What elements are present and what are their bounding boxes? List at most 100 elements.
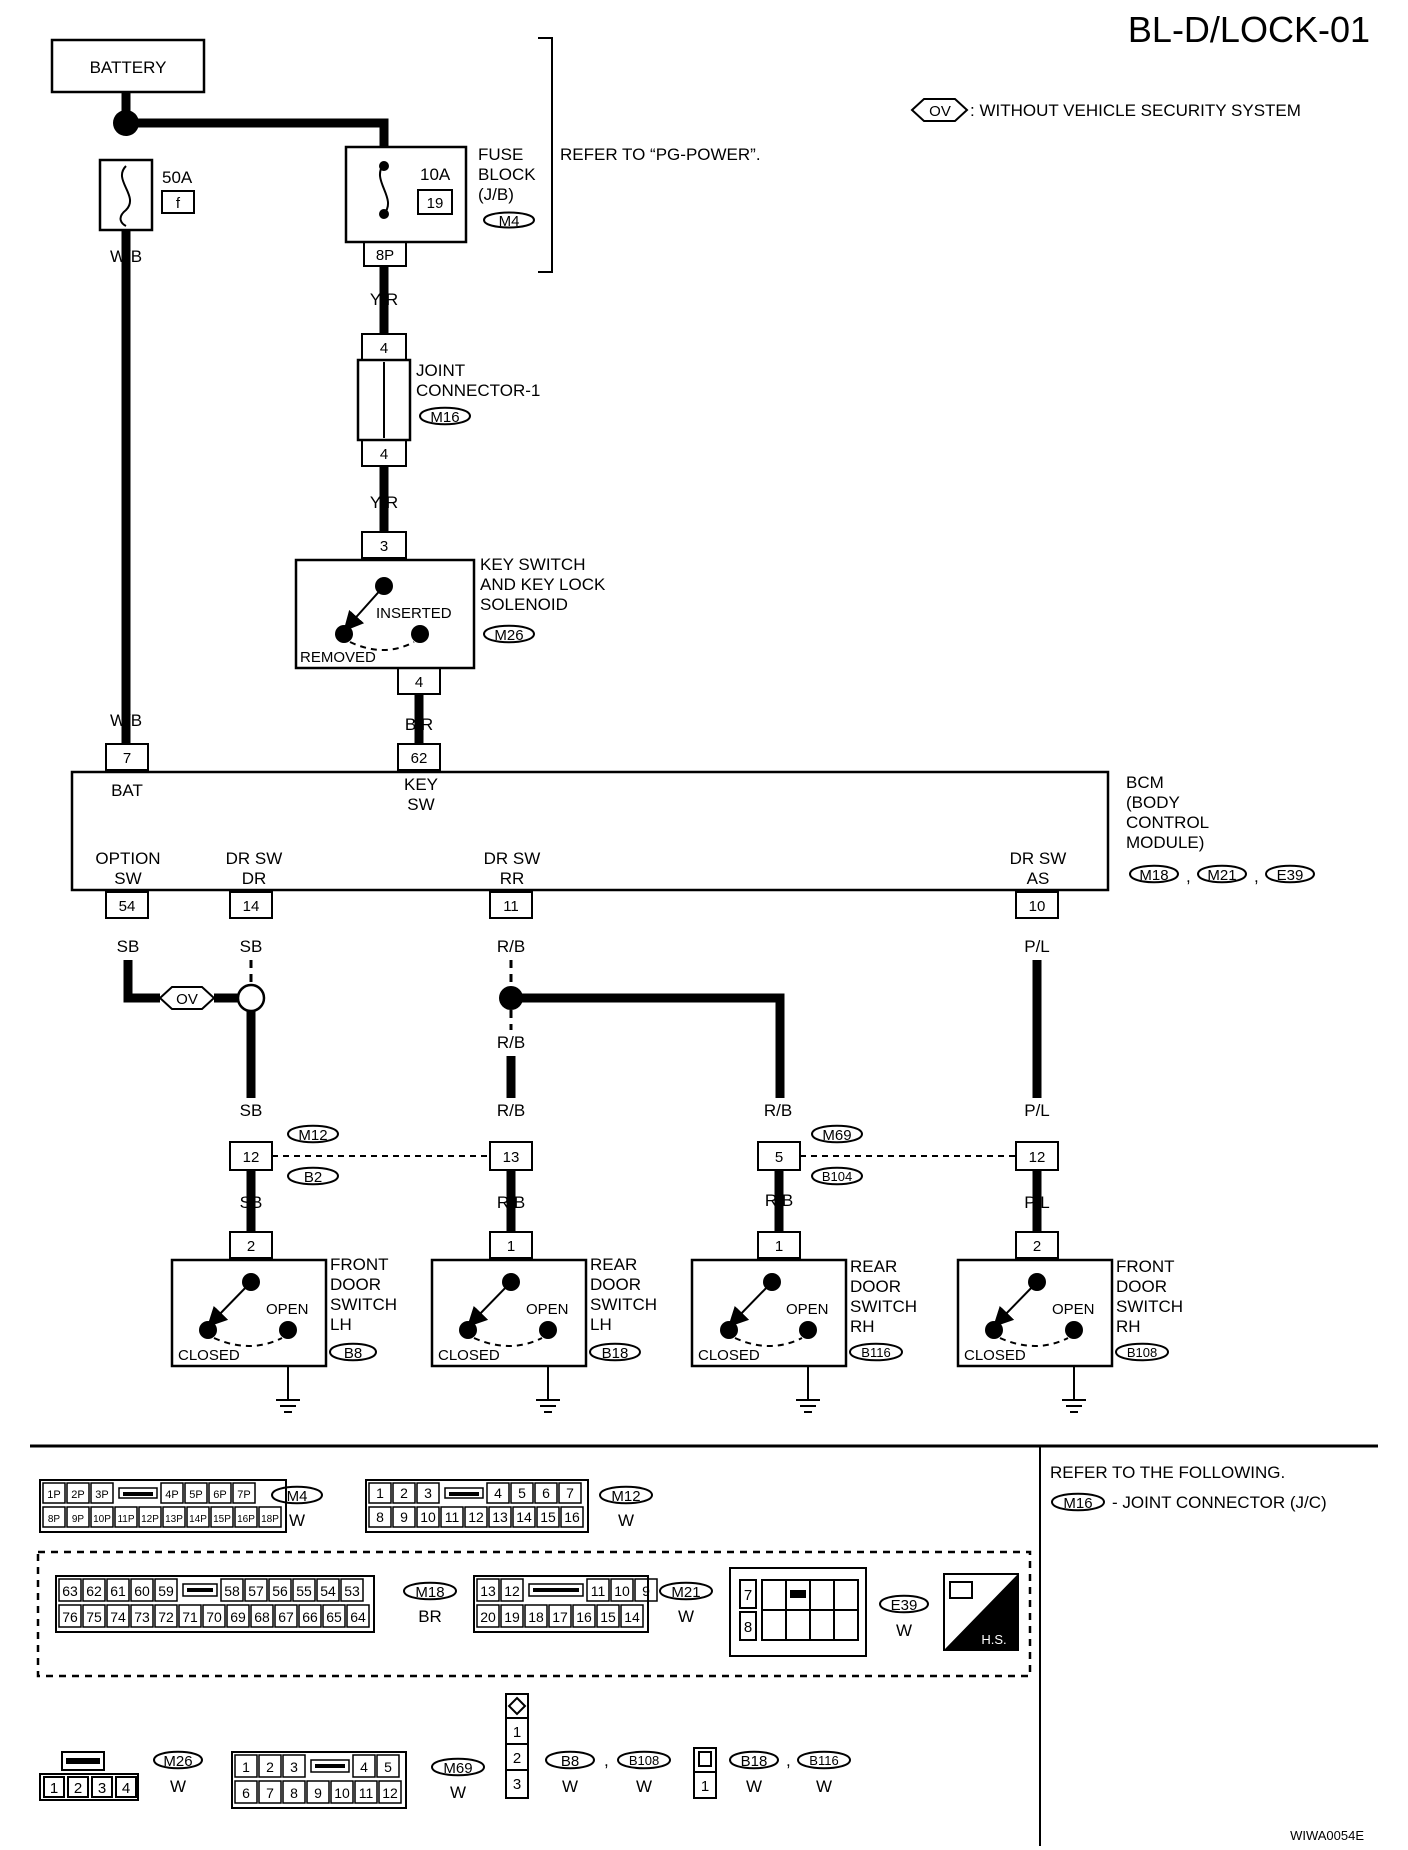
svg-text:3P: 3P bbox=[95, 1489, 108, 1501]
svg-text:12: 12 bbox=[504, 1583, 520, 1599]
key-switch-tag bbox=[482, 624, 536, 644]
bcm-label-3: CONTROL bbox=[1126, 813, 1209, 832]
svg-text:11: 11 bbox=[591, 1583, 606, 1599]
svg-text:OPEN: OPEN bbox=[1052, 1301, 1095, 1318]
svg-text:16: 16 bbox=[576, 1609, 592, 1625]
svg-text:7: 7 bbox=[566, 1485, 574, 1501]
wire-battery-to-fuse-block bbox=[121, 92, 389, 147]
svg-text:M18: M18 bbox=[1139, 867, 1168, 884]
fuse-50a: 50A f bbox=[98, 158, 195, 232]
svg-text:4: 4 bbox=[494, 1485, 502, 1501]
fuse-block-label-1: FUSE bbox=[478, 145, 523, 164]
svg-text:70: 70 bbox=[206, 1609, 222, 1625]
svg-text:9P: 9P bbox=[72, 1514, 85, 1525]
svg-text:74: 74 bbox=[110, 1609, 126, 1625]
svg-text:1: 1 bbox=[242, 1759, 250, 1775]
joint-connector-code: M16 bbox=[430, 409, 459, 426]
battery-box bbox=[50, 38, 206, 94]
bcm-pin-label-rr-1: DR SW bbox=[484, 849, 541, 868]
svg-text:W: W bbox=[896, 1621, 912, 1640]
svg-text:3: 3 bbox=[380, 538, 388, 555]
harness-connector-13: 13 bbox=[489, 1141, 533, 1171]
svg-text:13P: 13P bbox=[165, 1514, 183, 1525]
svg-text:1: 1 bbox=[775, 1238, 783, 1255]
svg-text:W: W bbox=[618, 1511, 634, 1530]
harness-side-icon: H.S. bbox=[943, 1573, 1019, 1651]
svg-text:16P: 16P bbox=[237, 1514, 255, 1525]
svg-text:CLOSED: CLOSED bbox=[438, 1347, 500, 1364]
svg-text:13: 13 bbox=[503, 1149, 520, 1166]
svg-text:E39: E39 bbox=[891, 1597, 918, 1614]
svg-text:10A: 10A bbox=[420, 165, 451, 184]
svg-text:M26: M26 bbox=[163, 1753, 192, 1770]
svg-text:7: 7 bbox=[744, 1587, 752, 1604]
svg-text:8P: 8P bbox=[48, 1514, 61, 1525]
refer-power: REFER TO “PG-POWER”. bbox=[560, 145, 761, 164]
svg-text:12: 12 bbox=[243, 1149, 260, 1166]
svg-text:1: 1 bbox=[507, 1238, 515, 1255]
svg-text:3: 3 bbox=[424, 1485, 432, 1501]
svg-text:5P: 5P bbox=[189, 1489, 202, 1501]
svg-text:66: 66 bbox=[302, 1609, 318, 1625]
svg-text:5: 5 bbox=[384, 1759, 392, 1775]
wire-rb-branch bbox=[511, 993, 785, 1098]
svg-text:76: 76 bbox=[62, 1609, 78, 1625]
svg-text:15: 15 bbox=[540, 1509, 556, 1525]
svg-text:15P: 15P bbox=[213, 1514, 231, 1525]
svg-text:75: 75 bbox=[86, 1609, 102, 1625]
svg-text:2: 2 bbox=[1033, 1238, 1041, 1255]
door-switch-rear-rh-code: B116 bbox=[861, 1345, 890, 1360]
key-switch-code: M26 bbox=[494, 627, 523, 644]
svg-text:11: 11 bbox=[503, 898, 519, 915]
legend: OV : WITHOUT VEHICLE SECURITY SYSTEM bbox=[910, 98, 1301, 122]
svg-text:2: 2 bbox=[266, 1759, 274, 1775]
bcm-pin-10: 10 bbox=[1015, 891, 1059, 919]
svg-text:7: 7 bbox=[266, 1785, 274, 1801]
svg-text:B2: B2 bbox=[304, 1169, 322, 1186]
door-switch-rear-lh-tag bbox=[588, 1342, 642, 1362]
door-switch-rear-lh-code: B18 bbox=[602, 1345, 629, 1362]
joint-connector-1: 4 4 bbox=[356, 333, 412, 467]
svg-text:OPEN: OPEN bbox=[266, 1301, 309, 1318]
svg-text:W: W bbox=[170, 1777, 186, 1796]
svg-text:3: 3 bbox=[290, 1759, 298, 1775]
svg-text:15: 15 bbox=[600, 1609, 616, 1625]
svg-text:M21: M21 bbox=[671, 1584, 700, 1601]
svg-text:4: 4 bbox=[380, 446, 388, 463]
door-switch-front-lh-tag bbox=[328, 1342, 378, 1362]
key-switch: 3 INSERTED REMOVED 4 bbox=[294, 531, 476, 695]
svg-text:W: W bbox=[289, 1511, 305, 1530]
svg-text:61: 61 bbox=[110, 1583, 126, 1599]
key-switch-label-1: KEY SWITCH bbox=[480, 555, 585, 574]
svg-text:62: 62 bbox=[86, 1583, 102, 1599]
svg-text:14: 14 bbox=[624, 1609, 640, 1625]
svg-text:71: 71 bbox=[182, 1609, 198, 1625]
svg-text:6: 6 bbox=[242, 1785, 250, 1801]
svg-text:65: 65 bbox=[326, 1609, 342, 1625]
wire-label-pl-as-2: P/L bbox=[1024, 1101, 1050, 1120]
battery-splice bbox=[113, 110, 139, 136]
door-switch-rear-lh-label-2: DOOR bbox=[590, 1275, 641, 1294]
fuse-block-label-2: BLOCK bbox=[478, 165, 536, 184]
svg-text:12: 12 bbox=[1029, 1149, 1046, 1166]
svg-text:68: 68 bbox=[254, 1609, 270, 1625]
door-switch-front-rh-label-1: FRONT bbox=[1116, 1257, 1175, 1276]
svg-text:CLOSED: CLOSED bbox=[698, 1347, 760, 1364]
svg-text:64: 64 bbox=[350, 1609, 366, 1625]
svg-text:2: 2 bbox=[247, 1238, 255, 1255]
door-switch-rear-rh-label-3: SWITCH bbox=[850, 1297, 917, 1316]
svg-text:11: 11 bbox=[445, 1509, 460, 1525]
connector-view-m26: 1 2 3 4 M26 W bbox=[39, 1750, 204, 1801]
svg-text:CLOSED: CLOSED bbox=[964, 1347, 1026, 1364]
door-switch-rear-lh-label-3: SWITCH bbox=[590, 1295, 657, 1314]
svg-text:55: 55 bbox=[296, 1583, 312, 1599]
svg-text:9: 9 bbox=[642, 1583, 650, 1599]
svg-text:12P: 12P bbox=[141, 1514, 159, 1525]
bcm-pin-label-key-2: SW bbox=[407, 795, 434, 814]
svg-text:7P: 7P bbox=[237, 1489, 250, 1501]
wire-label-rb-mid: R/B bbox=[497, 1033, 525, 1052]
wire-label-pl-as: P/L bbox=[1024, 937, 1050, 956]
svg-text:1: 1 bbox=[50, 1780, 58, 1797]
fuse-block-label-3: (J/B) bbox=[478, 185, 514, 204]
svg-text:8: 8 bbox=[290, 1785, 298, 1801]
